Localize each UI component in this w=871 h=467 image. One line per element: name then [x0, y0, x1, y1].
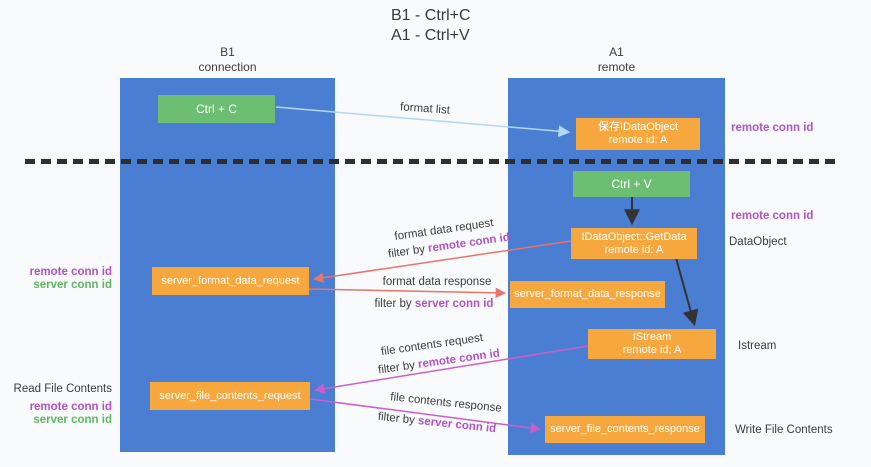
file-contents-response-arrow: [309, 398, 542, 434]
file-contents-request-arrow: [313, 345, 589, 394]
ctrl-c-label: Ctrl + C: [195, 101, 237, 116]
right-column-name: A1: [609, 45, 624, 59]
format-data-request-arrow: [312, 240, 572, 283]
left-remote-conn-id-mid-label: remote conn id: [29, 266, 112, 278]
dataobject-label: DataObject: [729, 236, 787, 248]
getdata-line2: remote id: A: [604, 243, 664, 256]
server-file-contents-request-node: server_file_contents_request: [150, 382, 310, 410]
ctrl-v-node: Ctrl + V: [573, 171, 690, 197]
save-dataobject-node: 保存IDataObject remote id: A: [576, 118, 700, 150]
format-data-response-filter-label: filter by server conn id: [375, 298, 494, 310]
getdata-node: IDataObject::GetData remote id: A: [571, 228, 697, 259]
istream-node: IStream remote id: A: [588, 329, 716, 359]
save-dataobject-line2: remote id: A: [608, 134, 668, 146]
save-dataobject-line1: 保存IDataObject: [597, 121, 679, 133]
left-remote-conn-id-bottom-label: remote conn id: [29, 401, 112, 413]
server-conn-id-highlight: server conn id: [414, 298, 494, 310]
left-conn-id-bottom-block: remote conn id server conn id: [0, 401, 112, 427]
right-remote-conn-id-mid-label: remote conn id: [731, 210, 814, 222]
left-conn-id-mid-block: remote conn id server conn id: [0, 266, 112, 292]
right-column-header: A1 remote: [508, 45, 725, 75]
format-data-response-arrow: [308, 287, 507, 299]
server-file-contents-request-label: server_file_contents_request: [159, 389, 301, 402]
istream-line1: IStream: [632, 331, 672, 343]
write-file-contents-label: Write File Contents: [735, 424, 833, 436]
read-file-contents-label: Read File Contents: [13, 383, 112, 395]
title-line-1: B1 - Ctrl+C: [391, 7, 471, 24]
left-server-conn-id-bottom-label: server conn id: [33, 414, 112, 426]
left-server-conn-id-mid-label: server conn id: [33, 279, 112, 291]
diagram-title: B1 - Ctrl+C A1 - Ctrl+V: [391, 6, 471, 46]
server-file-contents-response-label: server_file_contents_response: [550, 423, 700, 435]
read-file-contents-block: Read File Contents: [0, 383, 112, 396]
getdata-line1: IDataObject::GetData: [581, 230, 687, 243]
left-column-header: B1 connection: [120, 45, 335, 75]
server-file-contents-response-node: server_file_contents_response: [545, 416, 705, 443]
machine-boundary-dashed-line: [25, 159, 840, 164]
right-column-role: remote: [597, 60, 636, 74]
getdata-to-istream-arrow: [675, 257, 699, 327]
filter-by-text: filter by: [374, 298, 415, 310]
server-format-data-request-node: server_format_data_request: [152, 267, 309, 295]
format-data-response-label: format data response: [382, 276, 492, 288]
format-list-arrow: [275, 106, 571, 138]
title-line-2: A1 - Ctrl+V: [391, 27, 470, 44]
ctrl-v-label: Ctrl + V: [611, 176, 652, 191]
left-column-role: connection: [198, 60, 257, 74]
server-format-data-response-node: server_format_data_response: [510, 281, 665, 308]
left-column-name: B1: [220, 45, 235, 59]
istream-side-label: Istream: [738, 340, 777, 352]
server-format-data-request-label: server_format_data_request: [161, 274, 300, 287]
right-remote-conn-id-top-label: remote conn id: [731, 122, 814, 134]
istream-line2: remote id: A: [622, 344, 682, 356]
server-format-data-response-label: server_format_data_response: [514, 288, 661, 300]
ctrl-c-node: Ctrl + C: [158, 95, 275, 123]
